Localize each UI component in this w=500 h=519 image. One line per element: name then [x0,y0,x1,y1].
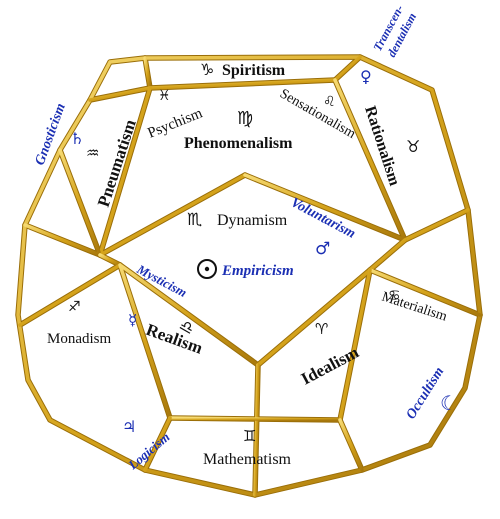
sensationalism-symbol: ♌ [323,94,336,110]
materialism-symbol: ♋ [388,288,401,304]
spiritism-symbol: ♑ [200,60,214,79]
mysticism-symbol: ☿ [128,311,137,329]
frame-edges [15,54,483,498]
materialism-label: Materialism [380,290,449,325]
idealism-symbol: ♈ [315,320,328,338]
phenomenalism-label: Phenomenalism [184,135,293,152]
mathematism-label: Mathematism [203,451,292,468]
rationalism-symbol: ♉ [406,137,420,156]
pneumatism-symbol: ♒ [86,144,99,162]
monadism-symbol: ♐ [68,299,81,315]
sensationalism-label: Sensationalism [277,86,358,141]
sun-icon [197,259,217,279]
transcendentalism-symbol: ♀ [360,67,372,86]
voluntarism-symbol: ♂ [315,239,330,259]
spiritism-label: Spiritism [222,62,286,79]
dynamism-label: Dynamism [217,212,288,229]
rationalism-label: Rationalism [361,104,403,189]
logicism-symbol: ♃ [122,417,136,436]
mathematism-symbol: ♊ [243,427,256,445]
monadism-label: Monadism [47,331,112,347]
dynamism-symbol: ♏ [187,210,202,230]
psychism-symbol: ♓ [158,88,171,104]
occultism-symbol: ☾ [440,391,458,415]
empiricism-label: Empiricism [221,263,294,279]
gnosticism-symbol: ♄ [70,129,84,148]
phenomenalism-symbol: ♍ [237,108,253,129]
